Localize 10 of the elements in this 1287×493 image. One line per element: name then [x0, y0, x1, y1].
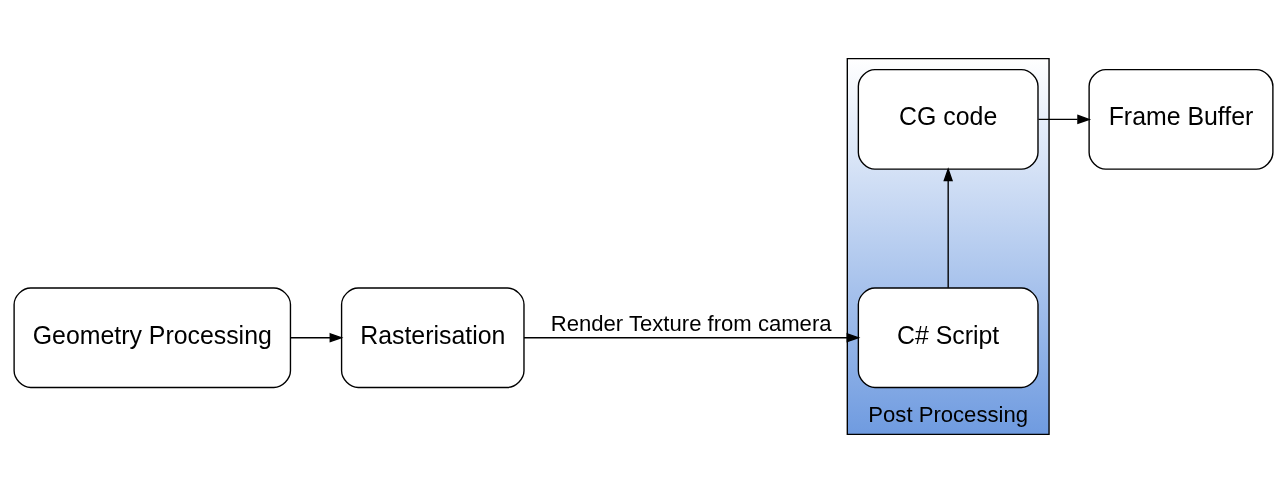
arrow — [523, 332, 861, 343]
node-box: Geometry Processing — [13, 287, 292, 389]
node-box: C# Script — [857, 287, 1039, 389]
node-box: Frame Buffer — [1088, 68, 1274, 170]
arrow — [943, 167, 954, 289]
node-box: CG code — [857, 68, 1039, 170]
edge-label: Render Texture from camera — [550, 310, 832, 336]
node-box: Rasterisation — [340, 287, 525, 389]
arrow — [289, 332, 344, 343]
arrow — [1037, 114, 1092, 125]
